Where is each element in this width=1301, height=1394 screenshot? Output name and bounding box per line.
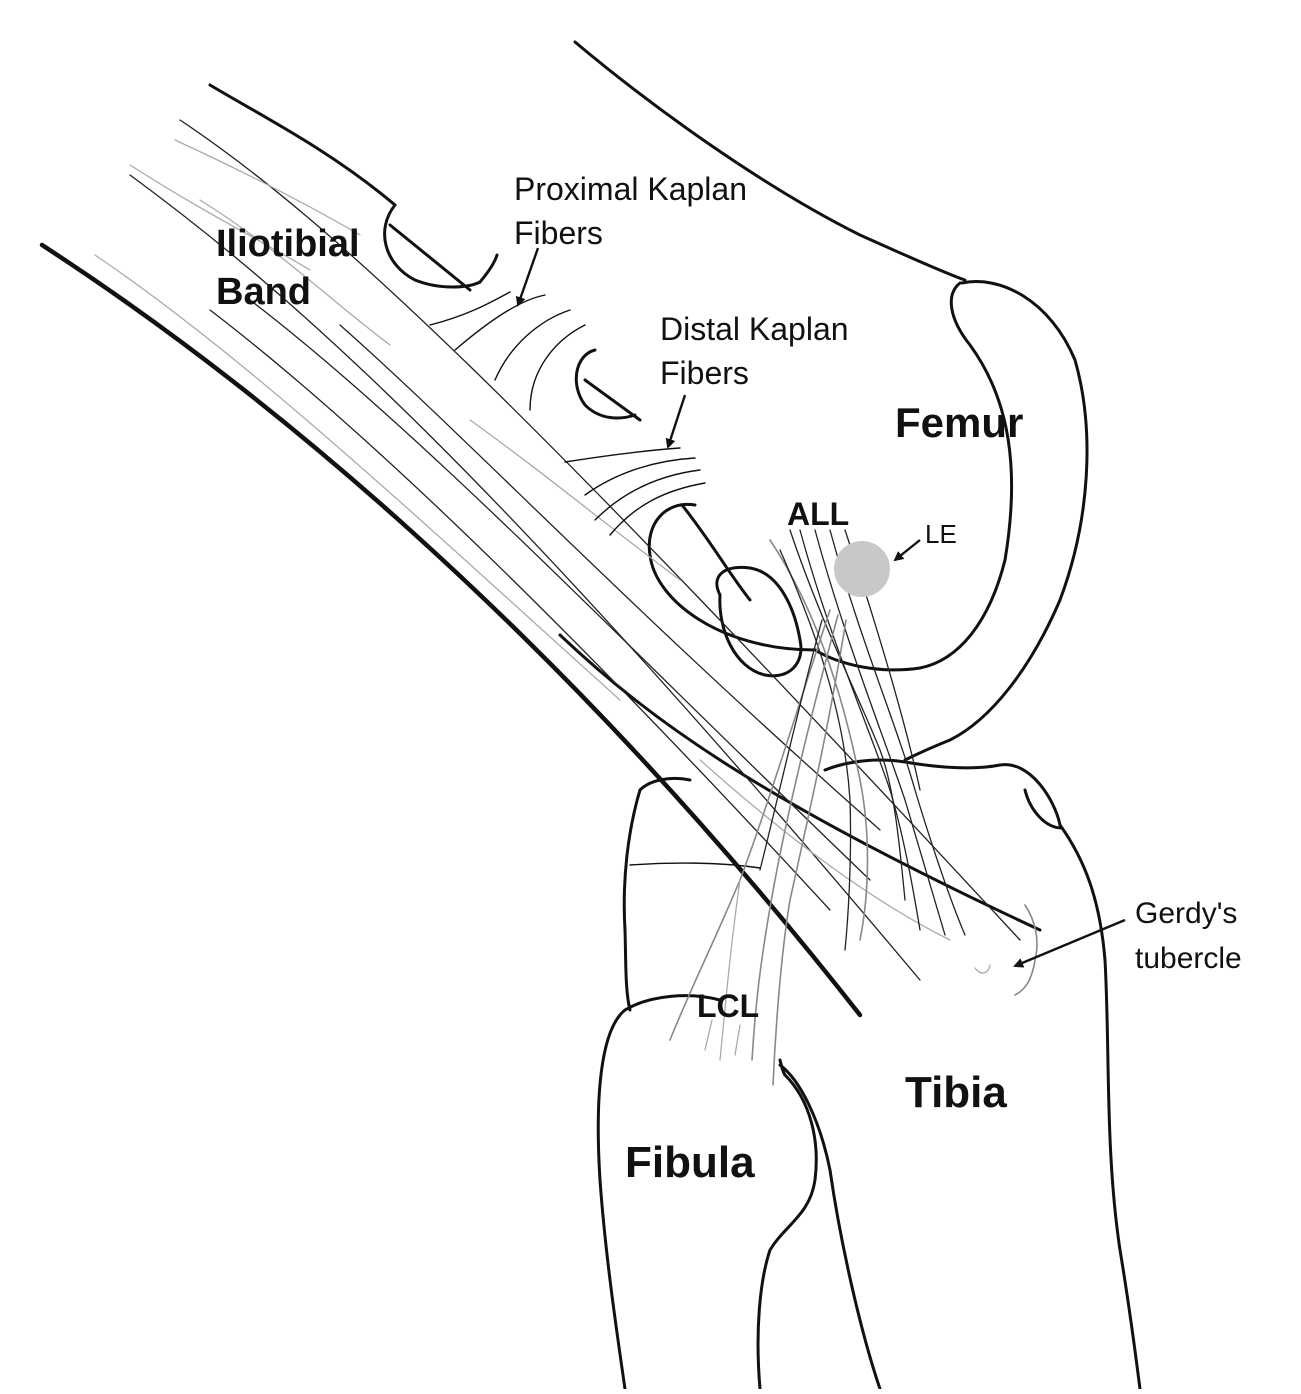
femur-label: Femur [895, 399, 1023, 446]
lateral-epicondyle-marker [834, 541, 890, 597]
iliotibial-band [39, 83, 1042, 1018]
le-arrow [893, 539, 921, 562]
itb-label-line1: Iliotibial [216, 223, 360, 265]
fibula-label: Fibula [625, 1138, 755, 1187]
proximal-kaplan-label-line1: Proximal Kaplan [514, 171, 747, 207]
distal-kaplan-fibers [564, 447, 706, 536]
distal-kaplan-label-line1: Distal Kaplan [660, 311, 849, 347]
proximal-kaplan-fibers [429, 291, 586, 411]
gerdys-tubercle-label-line2: tubercle [1135, 942, 1242, 975]
tibia-outline [622, 758, 1142, 1391]
itb-label-line2: Band [216, 271, 311, 313]
distal-kaplan-label-line2: Fibers [660, 355, 749, 391]
tibia-label: Tibia [905, 1068, 1007, 1117]
fibula-outline [596, 994, 818, 1391]
proximal-kaplan-label-line2: Fibers [514, 215, 603, 251]
lateral-collateral-ligament [669, 609, 847, 1086]
gerdys-arrow [1013, 918, 1126, 968]
all-label: ALL [787, 496, 849, 532]
proximal-kaplan-arrow [515, 247, 540, 307]
gerdys-tubercle-label-line1: Gerdy's [1135, 897, 1237, 930]
distal-kaplan-arrow [665, 394, 687, 449]
gerdys-tubercle-outline [974, 904, 1038, 996]
lcl-label: LCL [697, 988, 759, 1024]
femur-outline [573, 40, 1089, 762]
anterolateral-ligament [769, 529, 966, 951]
le-label: LE [925, 519, 957, 549]
